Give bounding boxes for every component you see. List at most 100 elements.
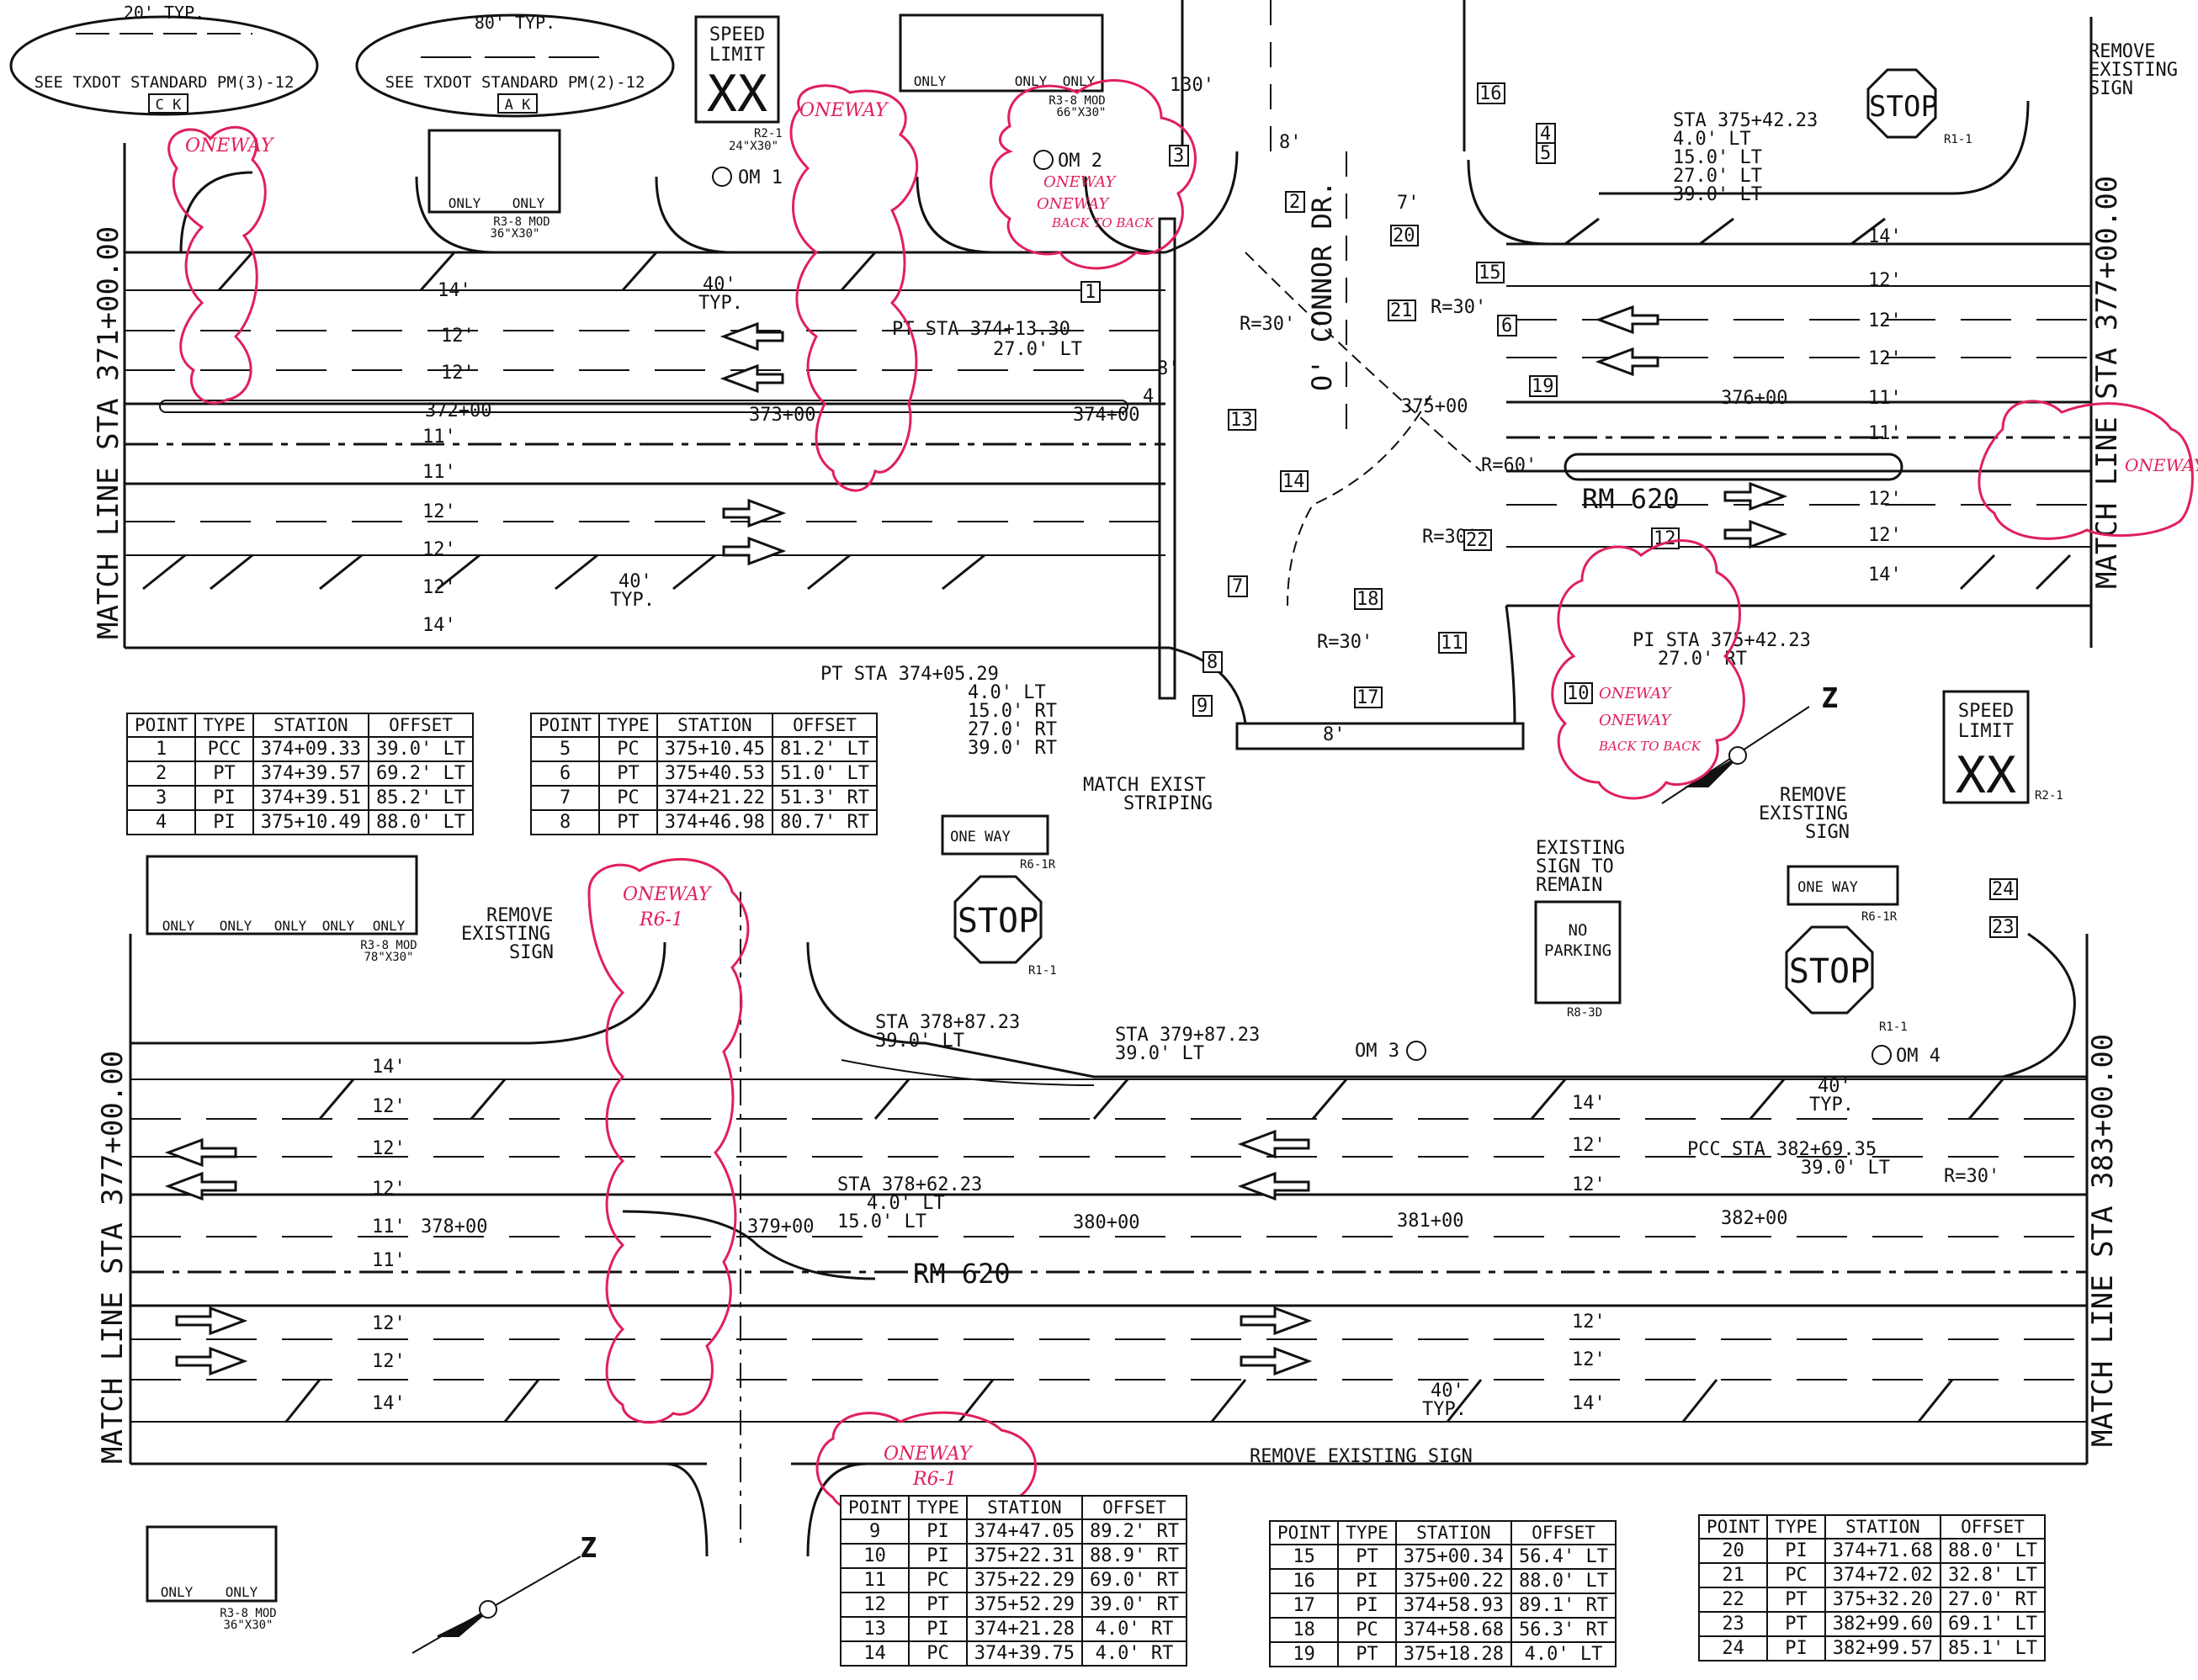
svg-text:40': 40' xyxy=(619,571,652,592)
svg-text:ONLY: ONLY xyxy=(449,195,481,211)
svg-text:R6-1: R6-1 xyxy=(912,1469,957,1490)
svg-text:Z: Z xyxy=(1822,684,1837,713)
svg-text:ONEWAY: ONEWAY xyxy=(1599,712,1673,729)
speed-limit-sign-right[interactable]: SPEED LIMIT XX R2-1 xyxy=(1942,690,2063,805)
svg-text:XX: XX xyxy=(707,65,767,124)
svg-text:ONEWAY: ONEWAY xyxy=(1599,685,1673,702)
svg-text:5: 5 xyxy=(1540,143,1551,164)
svg-text:STA 379+87.23: STA 379+87.23 xyxy=(1115,1025,1260,1046)
stations-top: 372+00 373+00 374+00 375+00 376+00 xyxy=(425,388,1787,426)
svg-text:ONLY: ONLY xyxy=(373,918,406,934)
svg-text:10: 10 xyxy=(1567,683,1590,704)
callout-pt-374-05: PT STA 374+05.29 4.0' LT 15.0' RT 27.0' … xyxy=(820,664,1057,759)
oconnor-dr-label: O' CONNOR DR. xyxy=(1306,181,1338,391)
svg-text:4.0' LT: 4.0' LT xyxy=(1673,129,1751,150)
svg-text:ONEWAY: ONEWAY xyxy=(1043,173,1118,191)
svg-text:BACK TO BACK: BACK TO BACK xyxy=(1051,215,1155,231)
svg-text:11': 11' xyxy=(422,427,456,448)
speed-limit-sign-top[interactable]: SPEED LIMIT XX R2-1 24"X30" xyxy=(694,15,783,153)
svg-text:STA 375+42.23: STA 375+42.23 xyxy=(1673,110,1818,131)
note-match-exist-striping: MATCH EXIST STRIPING xyxy=(1083,775,1213,814)
one-way-sign-bottom[interactable]: ONE WAY R6-1R xyxy=(1787,865,1899,924)
note-existing-sign-to-remain: EXISTING SIGN TO REMAIN xyxy=(1536,838,1625,896)
svg-text:SIGN: SIGN xyxy=(2089,78,2133,99)
lane-use-sign-1[interactable]: ONLY ONLY R3-8 MOD 36"X30" xyxy=(427,129,561,241)
svg-text:OM 2: OM 2 xyxy=(1058,151,1102,172)
svg-text:EXISTING: EXISTING xyxy=(1759,803,1848,824)
svg-text:27.0' RT: 27.0' RT xyxy=(968,719,1057,740)
svg-text:14': 14' xyxy=(1572,1093,1606,1114)
svg-text:TYP.: TYP. xyxy=(1809,1094,1854,1116)
svg-text:3: 3 xyxy=(1173,146,1184,167)
svg-text:4: 4 xyxy=(1540,124,1551,145)
one-way-sign-top[interactable]: ONE WAY R6-1R xyxy=(941,814,1056,872)
svg-text:STRIPING: STRIPING xyxy=(1123,793,1213,814)
svg-text:R3-8 MOD: R3-8 MOD xyxy=(220,1607,276,1620)
stop-sign-bottom-left[interactable]: STOP R1-1 xyxy=(953,875,1057,978)
svg-text:STOP: STOP xyxy=(1869,90,1938,124)
svg-text:12': 12' xyxy=(422,501,456,522)
lane-use-sign-7[interactable]: ONLY ONLY ONLY ONLY ONLY R3-8 MOD 78"X30… xyxy=(146,855,418,964)
svg-text:PT STA 374+05.29: PT STA 374+05.29 xyxy=(820,664,999,685)
svg-text:7: 7 xyxy=(1232,576,1243,597)
svg-text:OM 1: OM 1 xyxy=(738,167,783,188)
svg-text:12': 12' xyxy=(372,1138,406,1159)
svg-text:40': 40' xyxy=(703,274,736,295)
svg-text:8': 8' xyxy=(1323,724,1346,745)
note-text: SEE TXDOT STANDARD PM(2)-12 xyxy=(385,73,645,92)
svg-text:12': 12' xyxy=(1572,1349,1606,1370)
svg-text:REMOVE: REMOVE xyxy=(1780,785,1846,806)
svg-text:11: 11 xyxy=(1441,633,1463,654)
no-parking-sign[interactable]: NO PARKING R8-3D xyxy=(1534,900,1622,1020)
svg-text:12': 12' xyxy=(1868,310,1902,331)
svg-text:13: 13 xyxy=(1230,410,1253,431)
svg-text:R=30': R=30' xyxy=(1431,297,1486,318)
svg-text:12': 12' xyxy=(441,326,475,347)
svg-text:14: 14 xyxy=(1282,471,1305,492)
svg-text:27.0' LT: 27.0' LT xyxy=(1673,166,1762,187)
stop-sign-bottom-right[interactable]: STOP R1-1 xyxy=(1785,925,1908,1034)
lane-use-sign-6[interactable]: ONLY ONLY R3-8 MOD 36"X30" xyxy=(146,1525,278,1632)
svg-text:11': 11' xyxy=(1868,423,1902,444)
lane-use-sign-2[interactable]: ONLY ONLY ONLY R3-8 MOD 66"X30" xyxy=(899,13,1107,119)
svg-text:OM 4: OM 4 xyxy=(1896,1046,1941,1067)
station-label: 380+00 xyxy=(1073,1212,1139,1233)
svg-text:LIMIT: LIMIT xyxy=(709,45,765,66)
svg-text:STA 378+62.23: STA 378+62.23 xyxy=(837,1174,982,1195)
rm620-top-label: RM 620 xyxy=(1582,483,1680,515)
callout-sta-375-42: STA 375+42.23 4.0' LT 15.0' LT 27.0' LT … xyxy=(1673,110,1818,205)
svg-text:40': 40' xyxy=(1431,1381,1464,1402)
svg-text:14': 14' xyxy=(372,1393,406,1414)
svg-text:ONLY: ONLY xyxy=(322,918,355,934)
lane-arrows-top xyxy=(719,305,1788,566)
svg-text:130': 130' xyxy=(1170,75,1214,96)
station-label: 381+00 xyxy=(1397,1211,1463,1232)
dimension-labels: 40' TYP. 40' TYP. 130' 8' 8' 7' 8' 4 xyxy=(610,75,1420,745)
redline-cloud-6: ONEWAY R6-1 xyxy=(587,857,750,1424)
svg-text:36"X30": 36"X30" xyxy=(490,227,539,241)
svg-text:12': 12' xyxy=(1572,1135,1606,1156)
note-tag: A K xyxy=(505,97,531,114)
lane-arrows-bottom xyxy=(164,1129,1313,1376)
svg-text:27.0' LT: 27.0' LT xyxy=(993,339,1082,360)
svg-text:SPEED: SPEED xyxy=(709,24,765,45)
svg-text:R=30': R=30' xyxy=(1240,314,1295,335)
note-dim: 20' TYP. xyxy=(124,3,204,23)
note-remove-existing-sign: REMOVE EXISTING SIGN xyxy=(1250,1446,1473,1467)
station-label: 374+00 xyxy=(1073,405,1139,426)
stop-sign-top[interactable]: STOP R1-1 xyxy=(1866,68,1972,146)
svg-text:ONLY: ONLY xyxy=(1015,73,1048,89)
top-lane-widths: 14' 12' 12' 11' 11' 12' 12' 12' 14' 14' … xyxy=(422,226,1902,636)
svg-text:ONEWAY: ONEWAY xyxy=(185,135,275,156)
svg-text:36"X30": 36"X30" xyxy=(223,1619,273,1632)
svg-text:R3-8 MOD: R3-8 MOD xyxy=(1049,94,1105,108)
svg-text:4.0' LT: 4.0' LT xyxy=(867,1193,945,1214)
